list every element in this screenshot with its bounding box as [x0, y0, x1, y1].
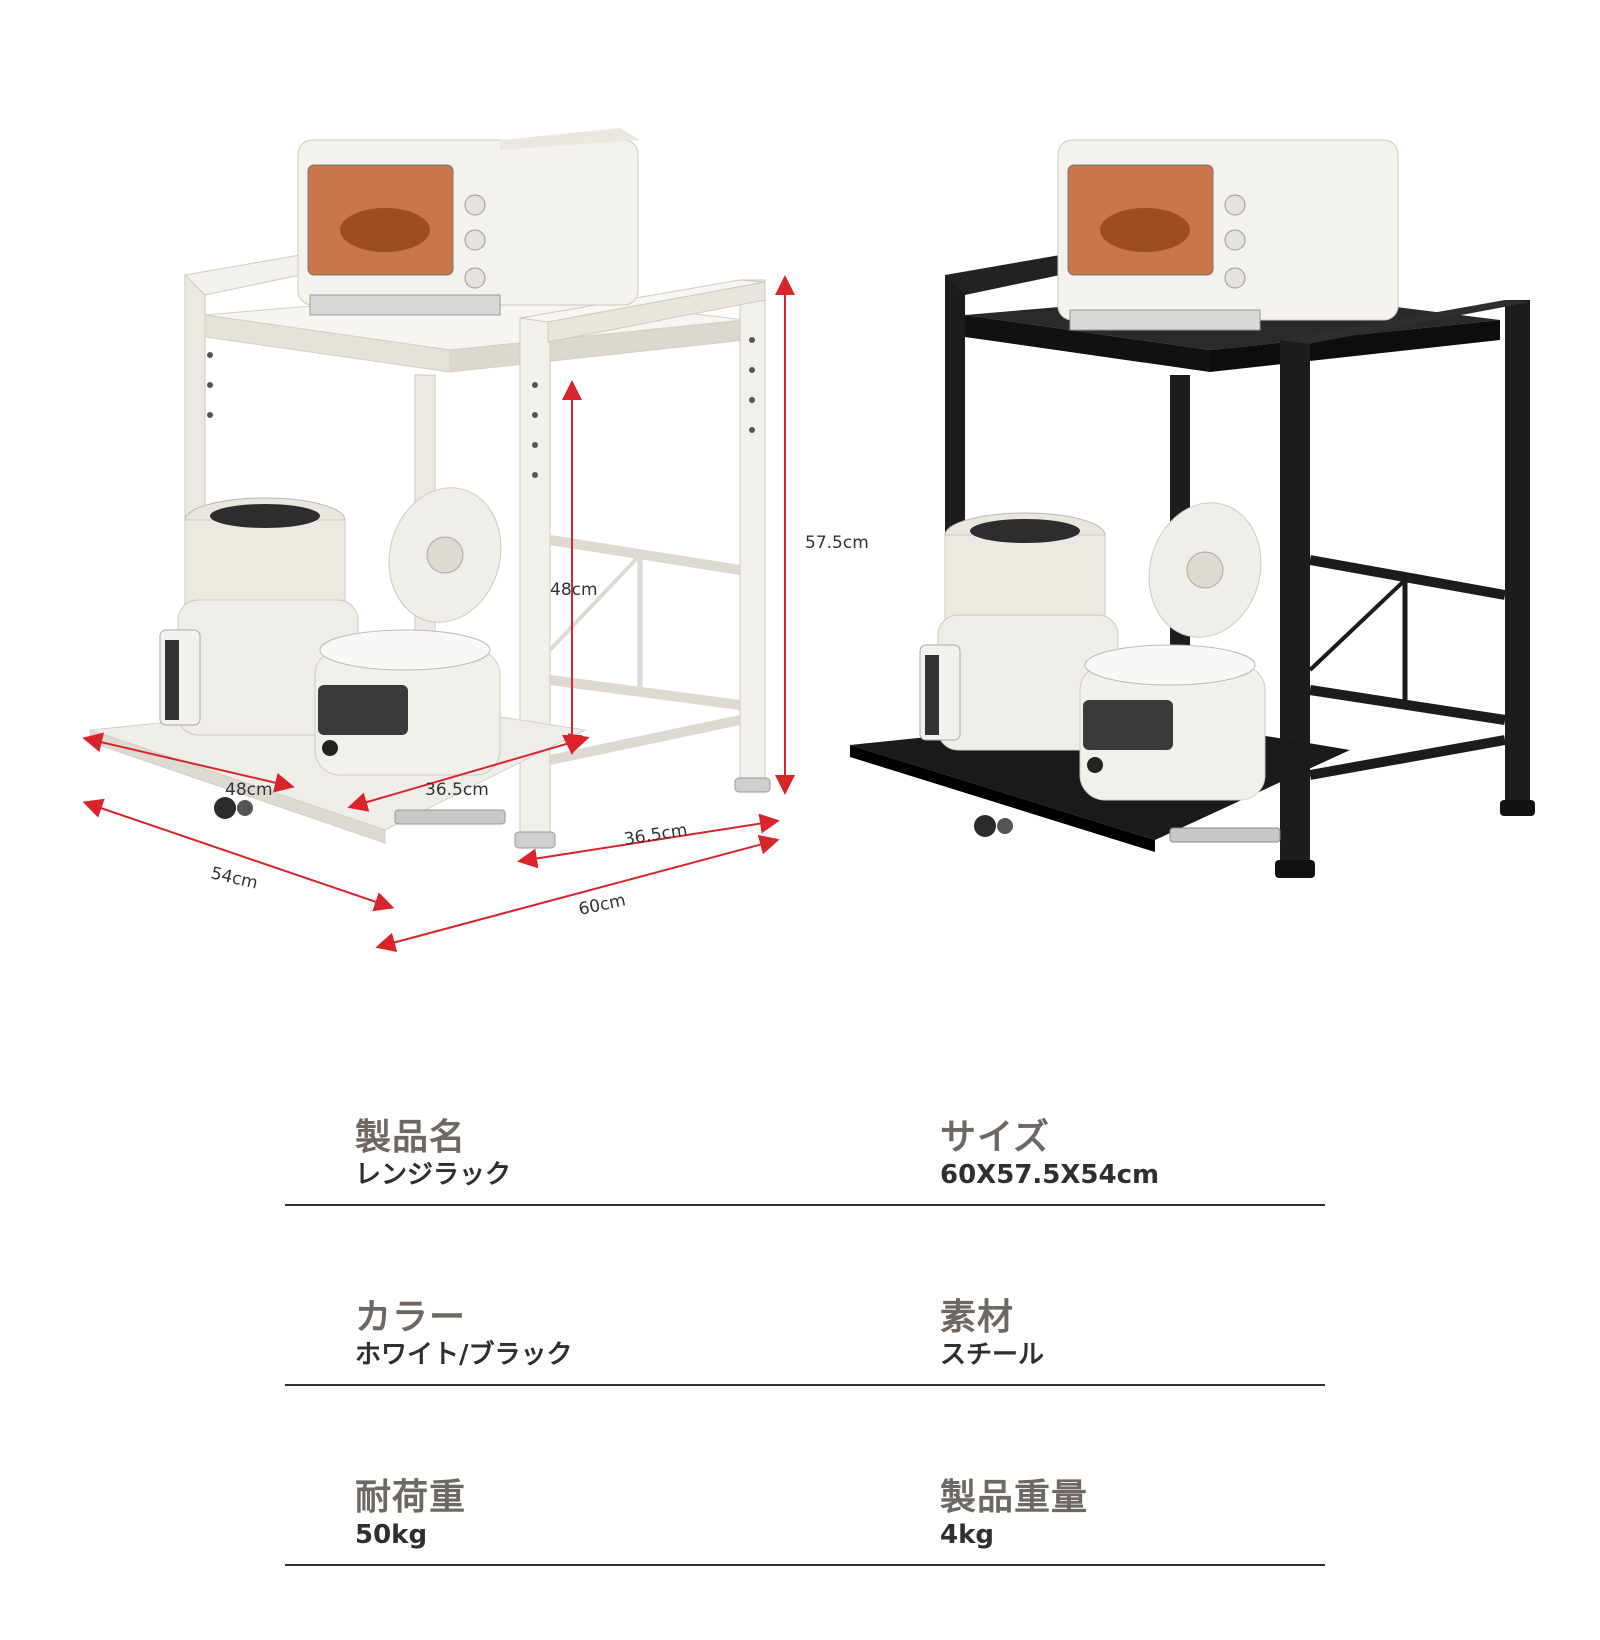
toaster-oven-black-rack — [1057, 139, 1399, 331]
white-rack — [89, 128, 771, 849]
spec-row-3: 耐荷重 50kg 製品重量 4kg — [285, 1460, 1325, 1640]
product-illustration: 57.5cm 48cm 48cm 36.5cm 36.5cm 54cm 60cm — [82, 128, 1535, 953]
spec-color: カラー ホワイト/ブラック — [355, 1298, 573, 1372]
label-inner-depth: 36.5cm — [425, 780, 489, 800]
spec-load-capacity: 耐荷重 50kg — [355, 1478, 466, 1552]
toaster-oven-white — [297, 128, 640, 316]
label-total-height: 57.5cm — [805, 533, 869, 553]
label-side-depth: 36.5cm — [623, 820, 689, 850]
spec-label: 耐荷重 — [355, 1477, 467, 1518]
label-inner-width: 48cm — [225, 780, 273, 800]
spec-label: 製品重量 — [940, 1477, 1089, 1518]
black-rack — [850, 139, 1535, 878]
label-total-depth: 54cm — [209, 863, 260, 893]
spec-table: 製品名 レンジラック サイズ 60X57.5X54cm カラー ホワイト/ブラッ… — [285, 1100, 1325, 1640]
spec-label: カラー — [355, 1297, 467, 1338]
divider — [285, 1564, 1325, 1566]
spec-value: 50kg — [355, 1520, 428, 1550]
spec-row-2: カラー ホワイト/ブラック 素材 スチール — [285, 1280, 1325, 1460]
divider — [285, 1384, 1325, 1386]
air-fryer-black-rack — [919, 512, 1119, 751]
label-inner-height: 48cm — [550, 580, 598, 600]
spec-material: 素材 スチール — [940, 1298, 1044, 1372]
spec-product-name: 製品名 レンジラック — [355, 1118, 511, 1192]
spec-label: 素材 — [940, 1297, 1015, 1338]
divider — [285, 1204, 1325, 1206]
spec-value: 60X57.5X54cm — [940, 1160, 1160, 1190]
spec-value: スチール — [940, 1340, 1045, 1370]
spec-label: 製品名 — [355, 1117, 467, 1158]
spec-label: サイズ — [940, 1117, 1050, 1158]
spec-value: 4kg — [940, 1520, 994, 1550]
spec-size: サイズ 60X57.5X54cm — [940, 1118, 1159, 1192]
rice-cooker-black-rack — [1079, 502, 1266, 801]
label-total-width: 60cm — [577, 890, 628, 919]
spec-product-weight: 製品重量 4kg — [940, 1478, 1088, 1552]
dimension-lines — [82, 275, 795, 953]
spec-row-1: 製品名 レンジラック サイズ 60X57.5X54cm — [285, 1100, 1325, 1280]
spec-value: ホワイト/ブラック — [355, 1340, 573, 1370]
spec-value: レンジラック — [355, 1160, 512, 1190]
air-fryer-white — [159, 497, 359, 736]
